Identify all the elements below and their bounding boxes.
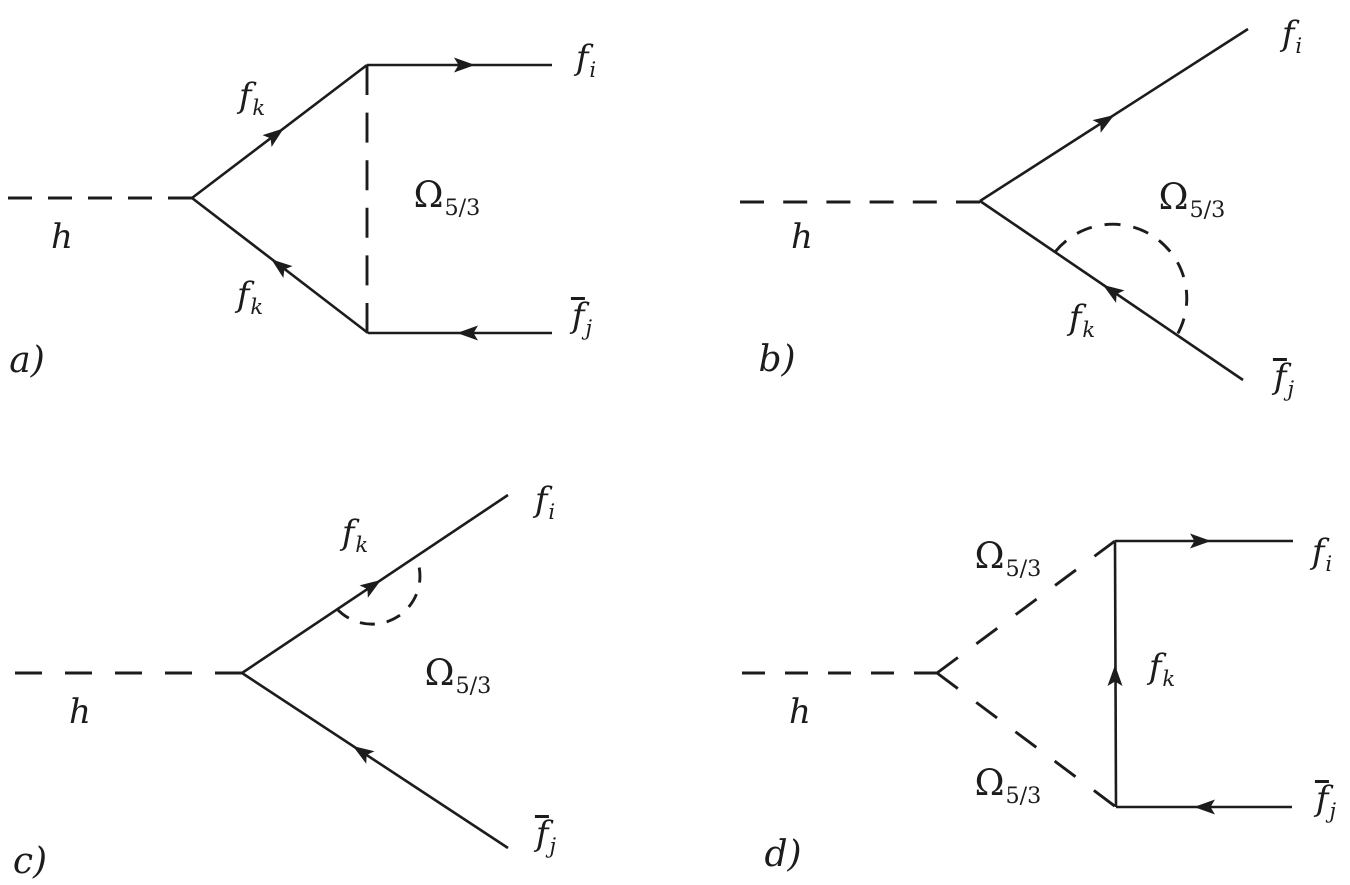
omega-propagator-dashed-arc bbox=[335, 556, 422, 626]
fermion-fk-label: fk bbox=[341, 513, 369, 557]
arrowhead-icon bbox=[271, 259, 293, 279]
panel-letter-a: a) bbox=[9, 340, 45, 381]
panel-c-lines bbox=[15, 493, 509, 850]
arrowhead-icon bbox=[457, 325, 478, 341]
arrowhead-icon bbox=[1190, 533, 1211, 549]
arrowhead-icon bbox=[1194, 799, 1215, 815]
arrowhead-icon bbox=[1092, 115, 1115, 133]
antifermion-fbarj-label: fj bbox=[1272, 357, 1295, 401]
fermion-fi-label: fi bbox=[534, 480, 556, 524]
omega-label: Ω5/3 bbox=[1158, 177, 1226, 224]
panel-d-lines bbox=[742, 533, 1293, 815]
omega-label: Ω5/3 bbox=[413, 175, 481, 222]
arrowhead-icon bbox=[359, 579, 382, 598]
panel-letter-d: d) bbox=[764, 834, 802, 875]
fermion-fk-label: fk bbox=[1068, 298, 1096, 342]
omega-propagator-dashed-upper bbox=[936, 539, 1116, 675]
omega-label-upper: Ω5/3 bbox=[974, 536, 1042, 583]
fermion-out-line-fi bbox=[979, 27, 1249, 203]
panel-letter-c: c) bbox=[12, 841, 48, 882]
panel-letter-b: b) bbox=[758, 339, 796, 380]
antifermion-fbarj-label: fj bbox=[534, 814, 557, 858]
omega-label-lower: Ω5/3 bbox=[974, 763, 1042, 810]
panel-a-lines bbox=[8, 57, 552, 341]
arrowhead-icon bbox=[262, 128, 284, 148]
antifermion-fbarj-label: fj bbox=[570, 296, 593, 340]
higgs-label: h bbox=[69, 692, 91, 732]
higgs-label: h bbox=[791, 217, 813, 257]
fermion-fi-label: fi bbox=[1281, 14, 1303, 58]
higgs-symbol: h bbox=[51, 217, 73, 257]
arrowhead-icon bbox=[1107, 665, 1123, 686]
fermion-fk-label-upper: fk bbox=[238, 76, 266, 120]
arrowhead-icon bbox=[352, 745, 375, 764]
panel-b-lines bbox=[740, 27, 1249, 382]
omega-label: Ω5/3 bbox=[424, 653, 492, 700]
higgs-label: h bbox=[51, 220, 73, 254]
fermion-fi-label: fi bbox=[1311, 532, 1333, 576]
fermion-out-line-fbarj bbox=[241, 671, 509, 850]
fermion-fk-label-lower: fk bbox=[236, 275, 264, 319]
omega-propagator-dashed-arc bbox=[1053, 222, 1189, 336]
antifermion-fbarj-label: fj bbox=[1314, 779, 1337, 823]
arrowhead-icon bbox=[1102, 284, 1125, 303]
arrowhead-icon bbox=[454, 57, 475, 73]
fermion-fk-label: fk bbox=[1148, 647, 1176, 691]
omega-propagator-dashed-lower bbox=[936, 671, 1117, 809]
higgs-label: h bbox=[789, 692, 811, 732]
fermion-fi-label: fi bbox=[575, 38, 597, 82]
